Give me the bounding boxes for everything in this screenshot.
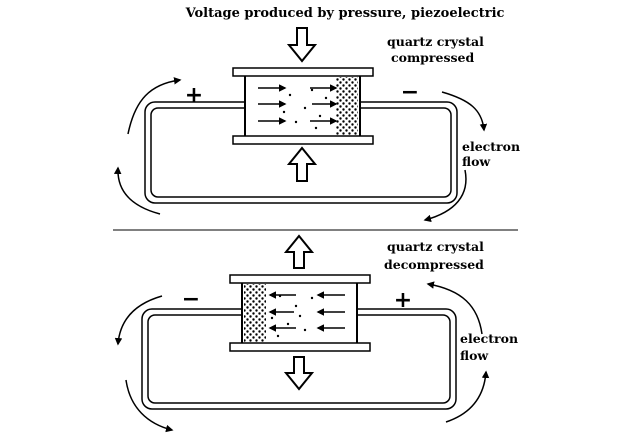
top-panel: + − quartz crystal compressed electron f… — [113, 27, 520, 223]
bottom-caption-line1: quartz crystal — [387, 239, 484, 254]
bottom-up-release-arrow — [283, 234, 315, 269]
top-down-force-arrow — [286, 27, 318, 63]
top-negative-sign: − — [401, 80, 419, 105]
top-flow-label-line1: electron — [462, 139, 520, 154]
bottom-upper-plate — [229, 274, 371, 284]
bottom-flow-arrow-bottom-right — [445, 370, 490, 423]
bottom-lower-plate — [229, 342, 371, 352]
bottom-flow-label-line1: electron — [460, 331, 518, 346]
bottom-flow-arrow-bottom-left — [125, 379, 174, 433]
bottom-positive-sign: + — [394, 288, 412, 313]
top-lower-plate — [232, 135, 374, 145]
bottom-quartz-crystal — [241, 281, 358, 345]
top-upper-plate — [232, 67, 374, 77]
diagram-title: Voltage produced by pressure, piezoelect… — [185, 6, 505, 21]
top-flow-arrow-left — [127, 77, 182, 135]
bottom-down-release-arrow — [283, 356, 315, 391]
top-quartz-crystal — [244, 74, 361, 138]
top-caption-line1: quartz crystal — [387, 34, 484, 49]
bottom-negative-sign: − — [182, 287, 200, 312]
top-up-force-arrow — [286, 146, 318, 182]
top-positive-sign: + — [185, 83, 203, 108]
bottom-flow-label-line2: flow — [460, 348, 489, 363]
top-flow-label-line2: flow — [462, 154, 491, 169]
bottom-panel: − + quartz crystal decompressed electron… — [114, 234, 518, 433]
top-caption-line2: compressed — [391, 50, 474, 65]
top-flow-arrow-bottom-right — [423, 169, 467, 223]
top-flow-arrow-bottom-left — [113, 166, 161, 215]
bottom-flow-arrow-right — [426, 281, 483, 335]
bottom-flow-arrow-left — [114, 295, 163, 346]
top-flow-arrow-right — [441, 91, 488, 132]
bottom-caption-line2: decompressed — [384, 257, 484, 272]
